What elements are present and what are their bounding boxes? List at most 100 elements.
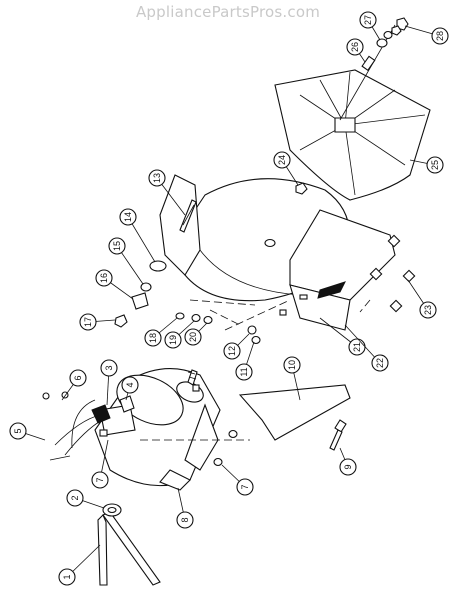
callout-number: 13 bbox=[152, 173, 162, 183]
motor[interactable] bbox=[94, 365, 221, 491]
blower-housing[interactable] bbox=[159, 174, 396, 331]
housing-bolt[interactable] bbox=[179, 199, 197, 233]
callout-leader bbox=[127, 216, 156, 263]
nut[interactable] bbox=[140, 282, 152, 292]
callout-28[interactable]: 28 bbox=[404, 25, 449, 45]
callout-number: 7 bbox=[240, 484, 250, 489]
callout-7[interactable]: 7 bbox=[91, 439, 109, 489]
callout-circle bbox=[236, 478, 254, 496]
callout-18[interactable]: 18 bbox=[144, 317, 178, 347]
callout-circle bbox=[58, 568, 76, 586]
motor-wiring[interactable] bbox=[42, 391, 103, 461]
callout-circle bbox=[9, 422, 27, 440]
callout-number: 7 bbox=[95, 477, 105, 482]
callout-circle bbox=[283, 356, 301, 374]
callout-circle bbox=[184, 328, 202, 346]
watermark-text: AppliancePartsPros.com bbox=[135, 3, 321, 21]
callout-circle bbox=[431, 27, 449, 45]
callout-circle bbox=[371, 354, 389, 372]
callout-number: 16 bbox=[99, 273, 109, 283]
callout-number: 25 bbox=[430, 160, 440, 170]
callout-15[interactable]: 15 bbox=[108, 237, 144, 285]
callout-3[interactable]: 3 bbox=[100, 359, 118, 406]
callout-number: 14 bbox=[123, 212, 133, 222]
callout-number: 17 bbox=[83, 317, 93, 327]
callout-22[interactable]: 22 bbox=[344, 324, 389, 372]
callout-number: 23 bbox=[423, 305, 433, 315]
callout-number: 20 bbox=[188, 332, 198, 342]
drive-belt[interactable] bbox=[97, 503, 161, 586]
callout-number: 15 bbox=[112, 241, 122, 251]
callout-number: 2 bbox=[70, 495, 80, 500]
callout-circle bbox=[95, 269, 113, 287]
callout-number: 10 bbox=[287, 360, 297, 370]
callout-circle bbox=[176, 511, 194, 529]
hub-hardware[interactable] bbox=[361, 17, 409, 71]
grommet[interactable] bbox=[247, 325, 257, 335]
callout-17[interactable]: 17 bbox=[79, 313, 116, 331]
callout-number: 22 bbox=[375, 358, 385, 368]
callout-4[interactable]: 4 bbox=[121, 376, 139, 401]
callout-number: 3 bbox=[104, 365, 114, 370]
mounting-hardware[interactable] bbox=[175, 312, 213, 325]
callout-27[interactable]: 27 bbox=[359, 11, 381, 41]
callout-circle bbox=[69, 369, 87, 387]
callout-21[interactable]: 21 bbox=[319, 317, 366, 356]
callout-circle bbox=[359, 11, 377, 29]
motor-bracket[interactable] bbox=[238, 384, 351, 441]
callout-circle bbox=[66, 489, 84, 507]
callout-11[interactable]: 11 bbox=[235, 341, 255, 381]
callout-13[interactable]: 13 bbox=[148, 169, 186, 216]
callout-number: 9 bbox=[343, 464, 353, 469]
callout-5[interactable]: 5 bbox=[9, 422, 46, 441]
callout-circle bbox=[419, 301, 437, 319]
callout-number: 26 bbox=[350, 42, 360, 52]
callout-number: 4 bbox=[125, 382, 135, 387]
bracket-screw[interactable] bbox=[329, 419, 347, 451]
callout-6[interactable]: 6 bbox=[61, 369, 87, 401]
callout-19[interactable]: 19 bbox=[164, 320, 195, 349]
spacer[interactable] bbox=[251, 335, 261, 345]
callout-number: 27 bbox=[363, 15, 373, 25]
callout-9[interactable]: 9 bbox=[339, 447, 357, 476]
callout-circle bbox=[91, 471, 109, 489]
callout-number: 8 bbox=[180, 517, 190, 522]
callout-leader bbox=[344, 324, 381, 364]
callout-2[interactable]: 2 bbox=[66, 489, 105, 509]
motor-washers[interactable] bbox=[213, 429, 238, 467]
housing-nuts[interactable] bbox=[369, 234, 416, 313]
clip[interactable] bbox=[131, 292, 149, 310]
callout-circle bbox=[164, 331, 182, 349]
callout-14[interactable]: 14 bbox=[119, 208, 156, 263]
callout-circle bbox=[108, 237, 126, 255]
callout-16[interactable]: 16 bbox=[95, 269, 134, 300]
callout-number: 28 bbox=[435, 31, 445, 41]
callout-circle bbox=[100, 359, 118, 377]
callout-10[interactable]: 10 bbox=[283, 356, 301, 401]
callout-20[interactable]: 20 bbox=[184, 322, 208, 346]
screw[interactable] bbox=[114, 314, 128, 328]
housing-hex-nut[interactable] bbox=[295, 182, 308, 195]
callout-circle bbox=[339, 458, 357, 476]
callout-8[interactable]: 8 bbox=[176, 487, 194, 529]
callout-26[interactable]: 26 bbox=[346, 38, 366, 63]
callout-number: 6 bbox=[73, 375, 83, 380]
motor-connector[interactable] bbox=[91, 395, 135, 424]
callout-circle bbox=[223, 342, 241, 360]
alignment-lines bbox=[140, 299, 371, 441]
callout-25[interactable]: 25 bbox=[409, 156, 444, 174]
callout-23[interactable]: 23 bbox=[407, 279, 437, 319]
callout-number: 5 bbox=[13, 428, 23, 433]
callout-12[interactable]: 12 bbox=[223, 333, 250, 360]
callout-number: 12 bbox=[227, 346, 237, 356]
callout-circle bbox=[119, 208, 137, 226]
callout-number: 19 bbox=[168, 335, 178, 345]
callout-circle bbox=[235, 363, 253, 381]
callout-circle bbox=[79, 313, 97, 331]
callout-7[interactable]: 7 bbox=[221, 464, 254, 496]
callout-circle bbox=[121, 376, 139, 394]
callout-1[interactable]: 1 bbox=[58, 544, 101, 586]
washer[interactable] bbox=[149, 260, 167, 272]
callout-24[interactable]: 24 bbox=[273, 151, 299, 186]
